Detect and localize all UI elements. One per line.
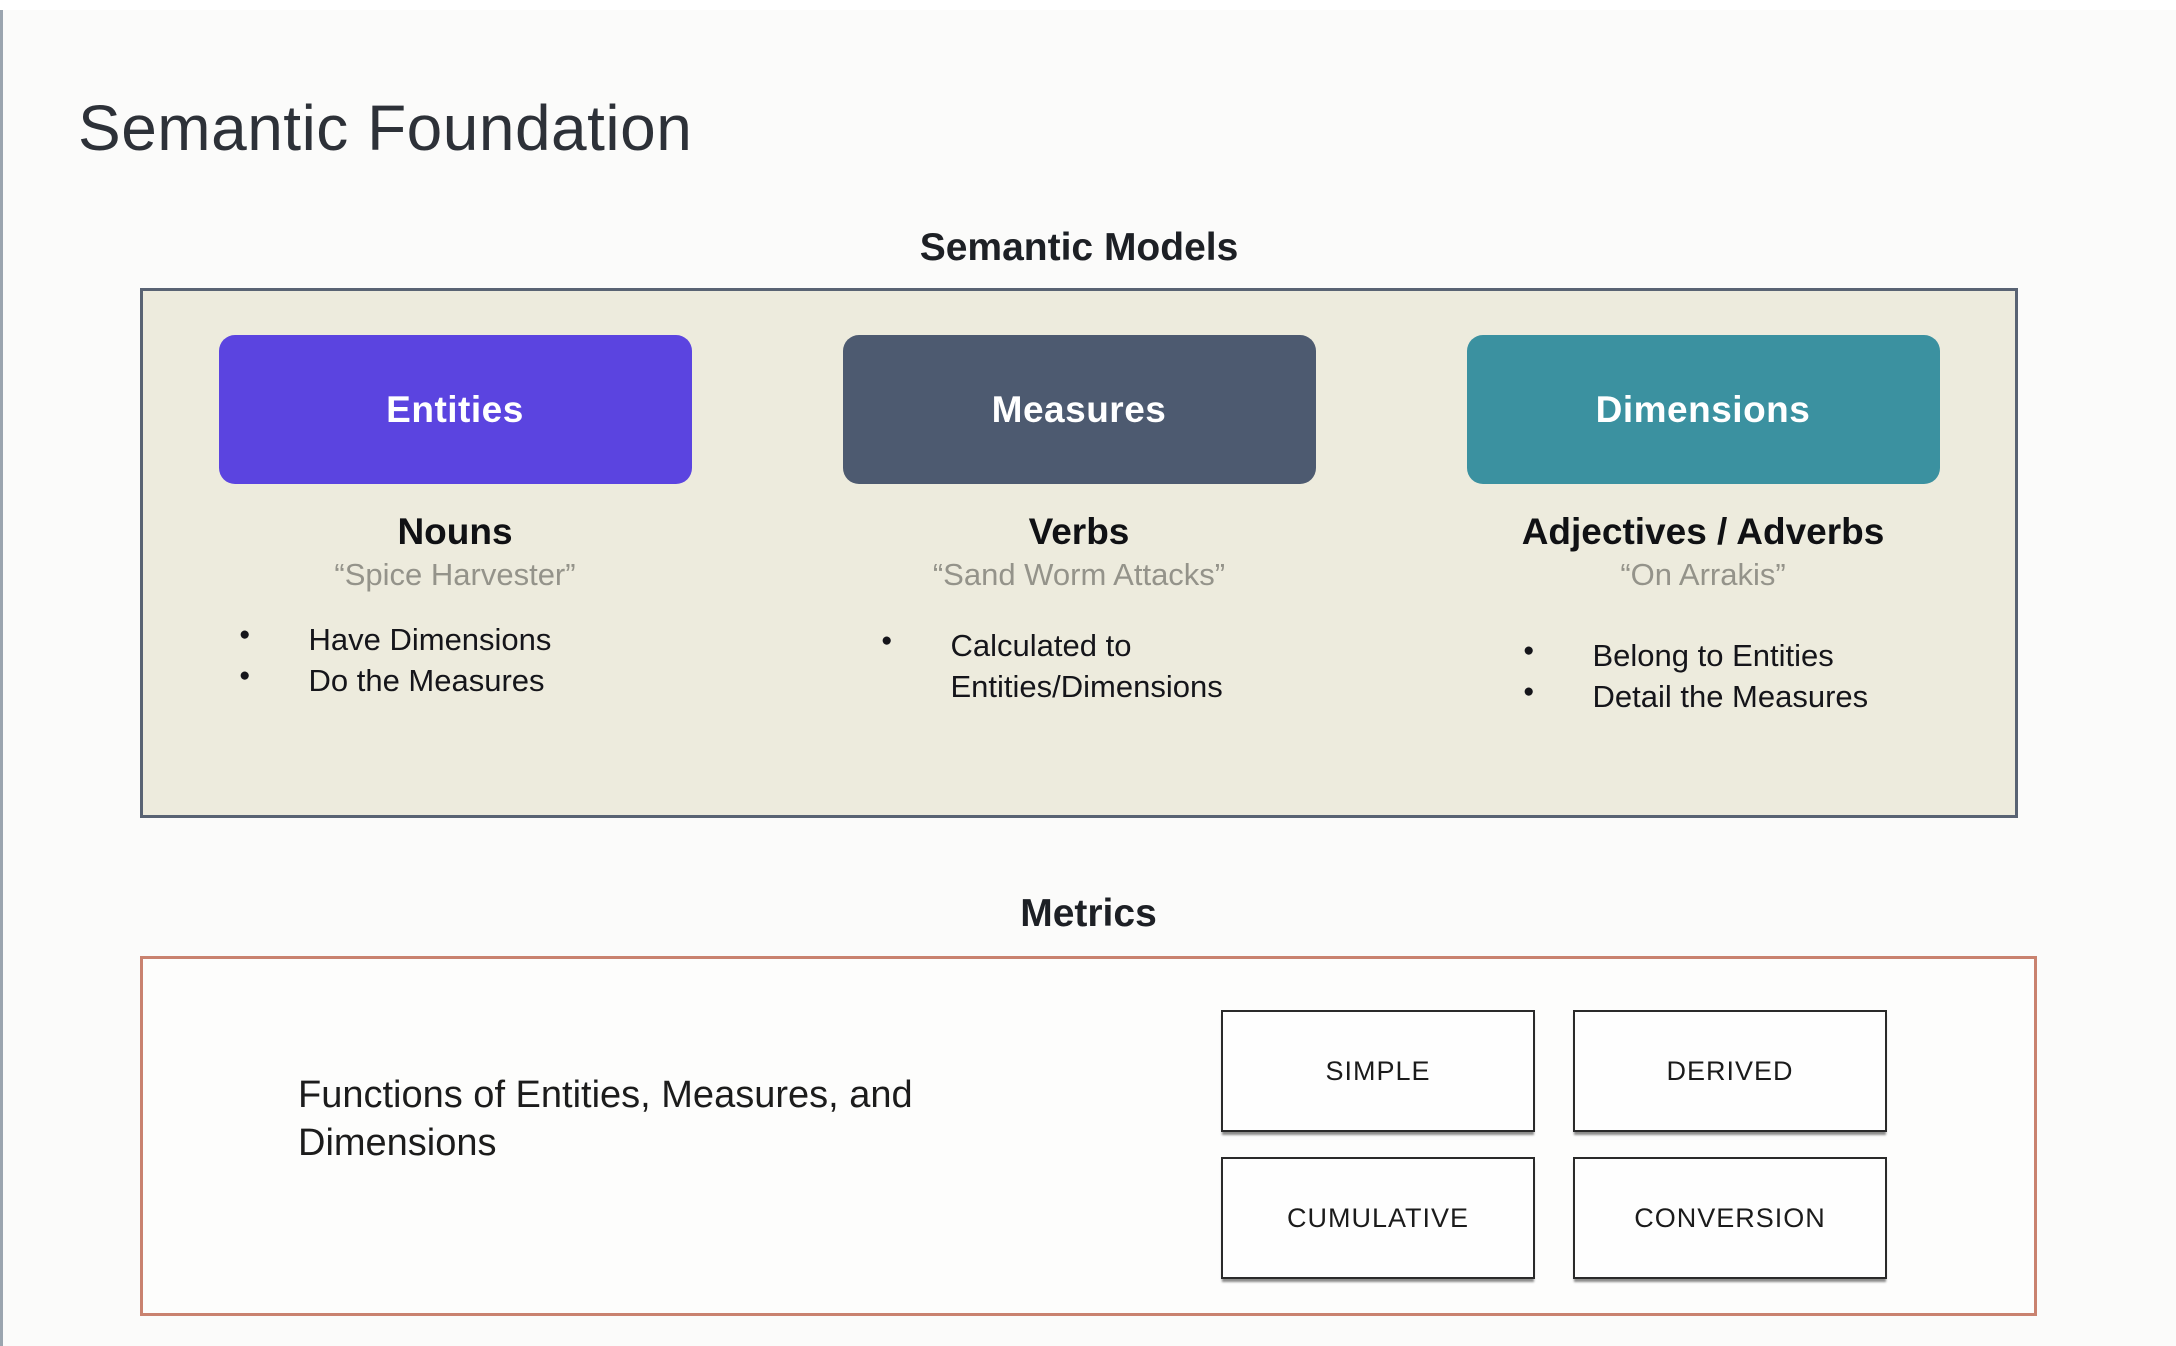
list-item: ●Do the Measures — [239, 663, 545, 699]
entities-pill: Entities — [218, 335, 692, 484]
dimensions-quote: “On Arrakis” — [1620, 556, 1786, 592]
window-left-edge — [0, 10, 3, 1346]
window-top-strip — [0, 0, 2176, 10]
bullet-icon: ● — [1523, 681, 1535, 703]
measures-role-label: Verbs — [1028, 511, 1130, 552]
measures-bullet-list: ●Calculated to Entities/Dimensions — [881, 625, 1250, 708]
measures-pill: Measures — [842, 335, 1316, 484]
dimensions-bullet-list: ●Belong to Entities ●Detail the Measures — [1523, 635, 1868, 718]
bullet-icon: ● — [239, 623, 251, 645]
metric-type-simple: SIMPLE — [1221, 1010, 1535, 1132]
semantic-models-panel: Entities Nouns “Spice Harvester” ●Have D… — [140, 288, 2018, 818]
dimensions-pill: Dimensions — [1466, 335, 1940, 484]
list-item: ●Have Dimensions — [239, 621, 552, 657]
list-item: ●Calculated to Entities/Dimensions — [881, 627, 1223, 705]
bullet-icon: ● — [239, 665, 251, 687]
bullet-icon: ● — [881, 629, 893, 651]
list-item: ●Belong to Entities — [1523, 637, 1834, 673]
semantic-models-heading: Semantic Models — [919, 226, 1239, 269]
entities-column: Entities Nouns “Spice Harvester” ●Have D… — [143, 291, 767, 815]
metrics-heading: Metrics — [1020, 892, 1157, 935]
entities-quote: “Spice Harvester” — [334, 556, 576, 592]
metric-type-conversion: CONVERSION — [1573, 1157, 1887, 1279]
metric-type-grid: SIMPLE DERIVED CUMULATIVE CONVERSION — [1221, 1010, 1887, 1279]
metrics-description: Functions of Entities, Measures, and Dim… — [298, 1074, 913, 1164]
entities-bullet-list: ●Have Dimensions ●Do the Measures — [239, 619, 551, 702]
page-title: Semantic Foundation — [78, 91, 693, 164]
metric-type-derived: DERIVED — [1573, 1010, 1887, 1132]
metric-type-cumulative: CUMULATIVE — [1221, 1157, 1535, 1279]
dimensions-role-label: Adjectives / Adverbs — [1521, 511, 1885, 552]
metrics-panel: Functions of Entities, Measures, and Dim… — [140, 956, 2037, 1316]
measures-quote: “Sand Worm Attacks” — [932, 556, 1226, 592]
bullet-icon: ● — [1523, 639, 1535, 661]
list-item: ●Detail the Measures — [1523, 679, 1869, 715]
dimensions-column: Dimensions Adjectives / Adverbs “On Arra… — [1391, 291, 2015, 815]
entities-role-label: Nouns — [397, 511, 513, 552]
measures-column: Measures Verbs “Sand Worm Attacks” ●Calc… — [767, 291, 1391, 815]
